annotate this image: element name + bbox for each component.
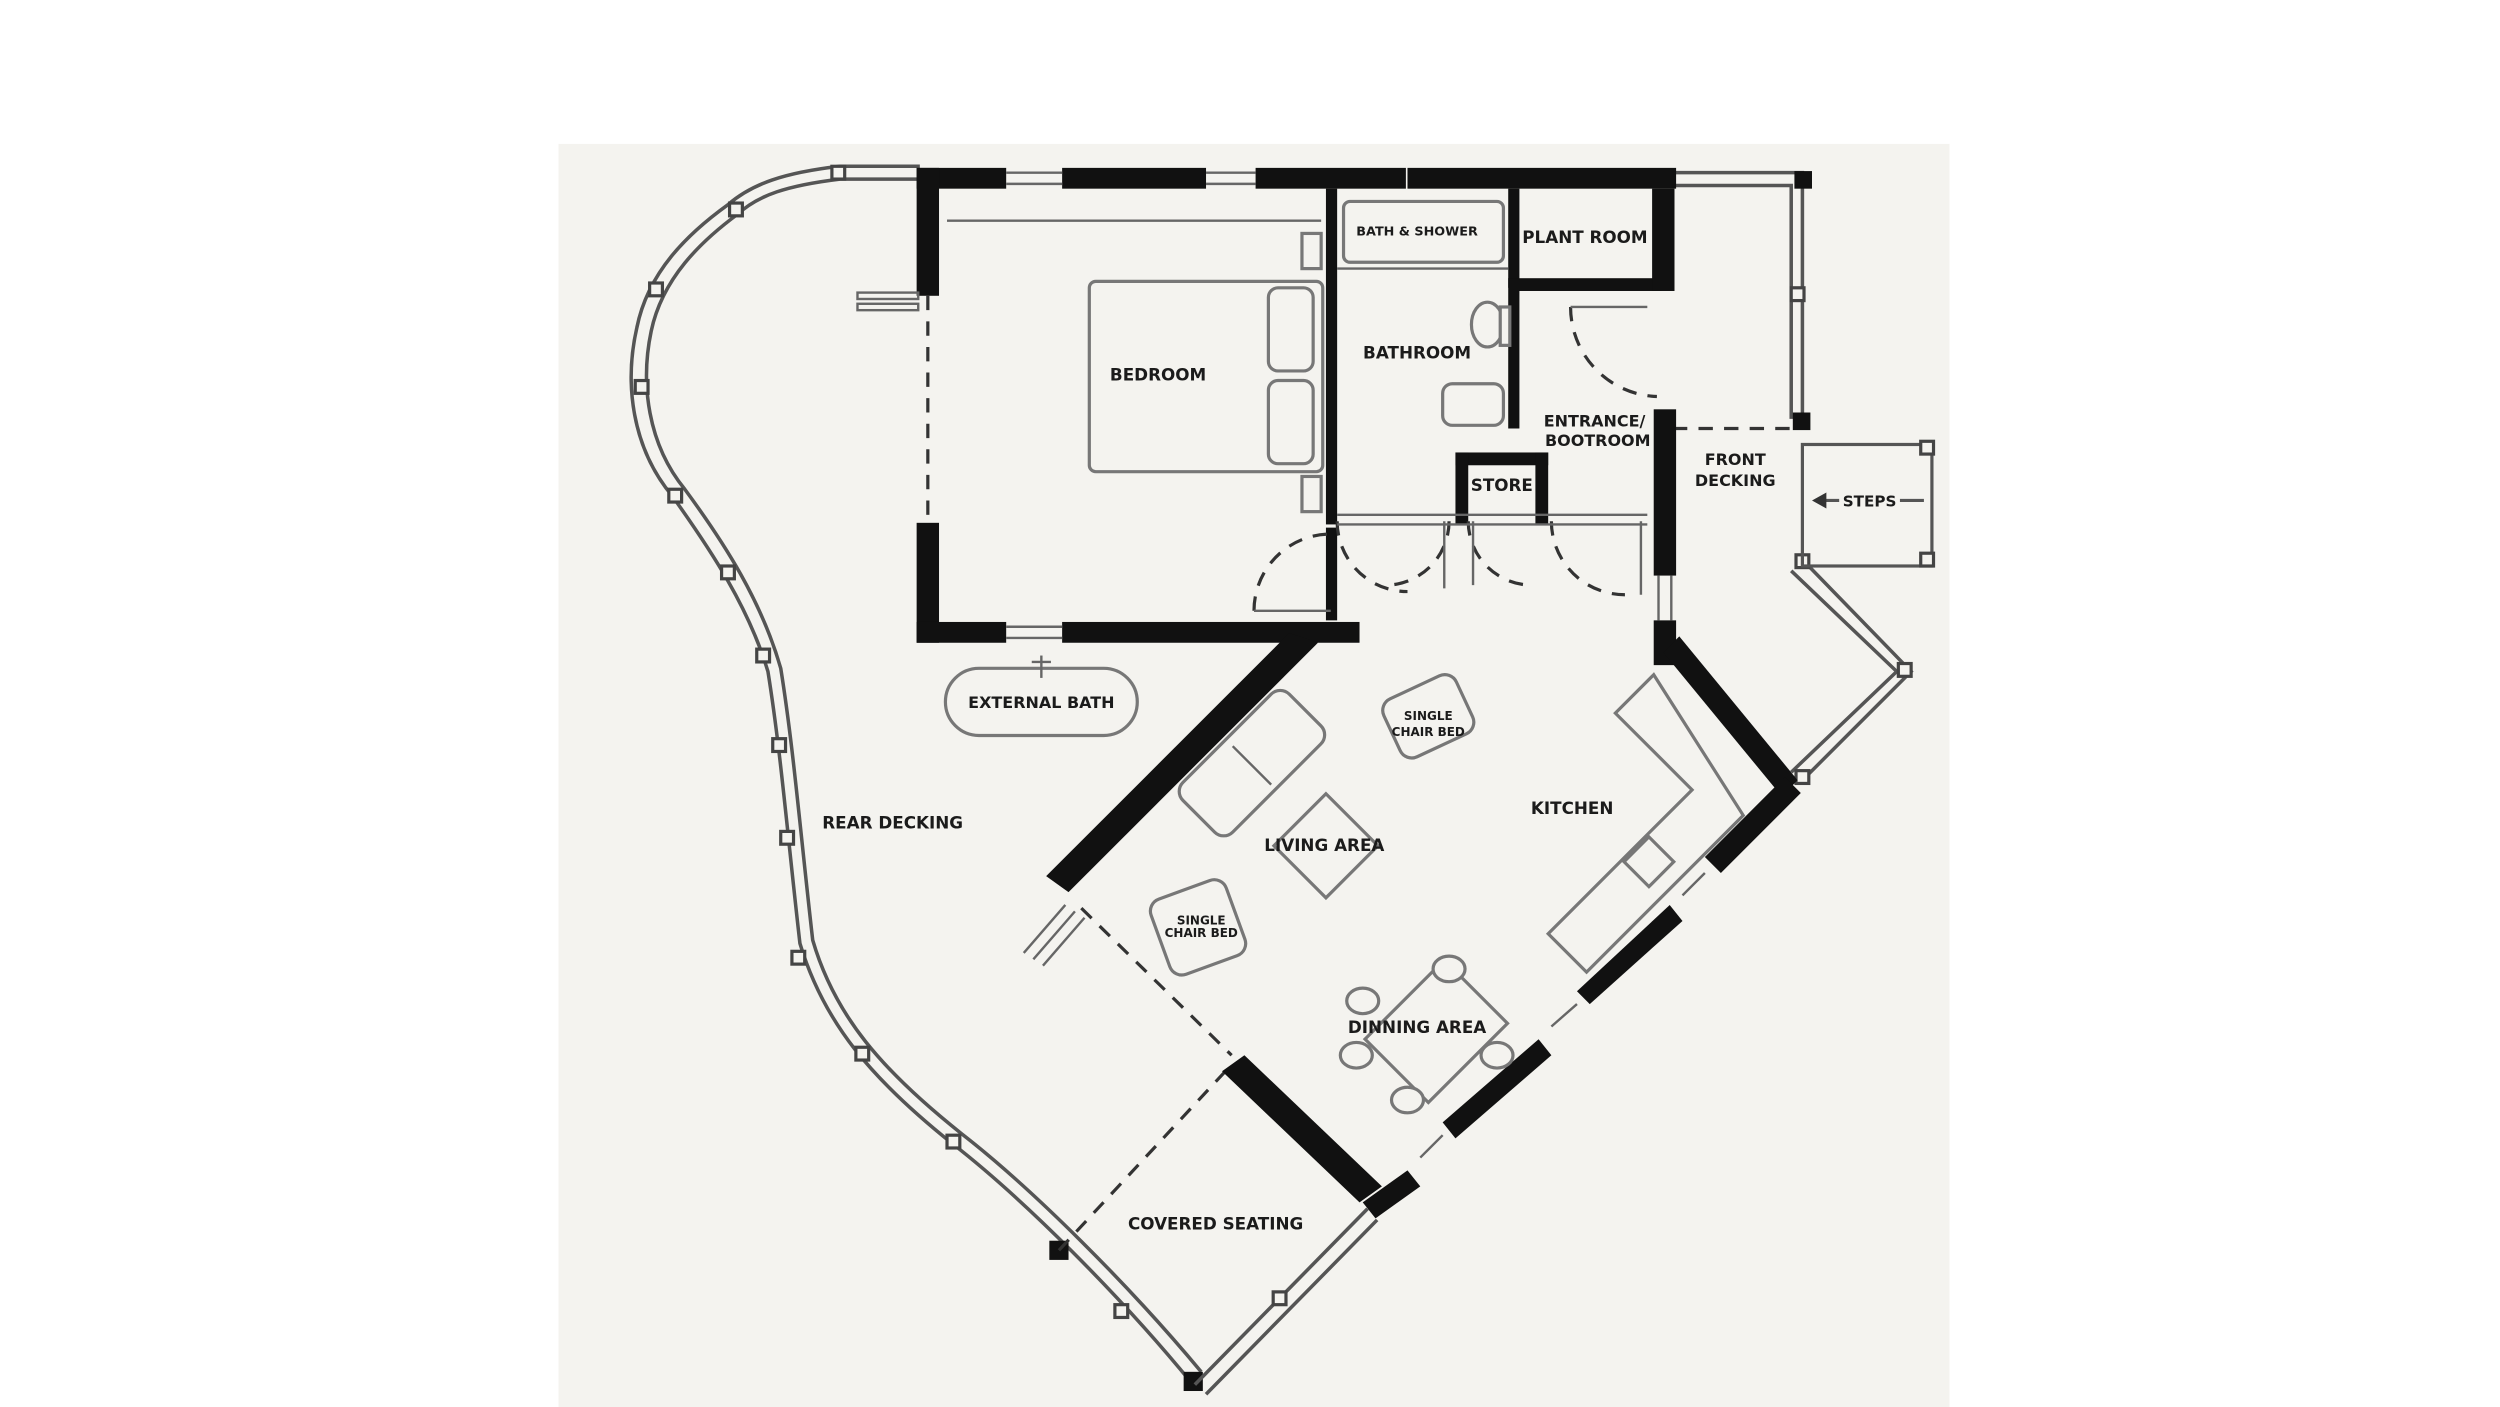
deck-post bbox=[719, 564, 736, 581]
label-front: FRONT bbox=[1705, 450, 1766, 469]
sofa bbox=[1177, 688, 1327, 838]
label-external-bath: EXTERNAL BATH bbox=[968, 693, 1114, 712]
deck-post bbox=[648, 281, 665, 298]
steps-platform bbox=[1800, 442, 1934, 568]
label-bedroom: BEDROOM bbox=[1110, 365, 1206, 385]
deck-post bbox=[1113, 1303, 1130, 1320]
label-decking: DECKING bbox=[1695, 471, 1776, 490]
deck-post bbox=[1794, 769, 1811, 786]
label-steps: STEPS bbox=[1843, 493, 1897, 511]
kitchen-counter bbox=[1545, 672, 1746, 975]
furniture bbox=[943, 199, 1746, 1115]
rear-decking-outline bbox=[629, 164, 1203, 1392]
front-decking-outline bbox=[1672, 170, 1936, 786]
label-chair-bed-top-2: CHAIR BED bbox=[1392, 725, 1465, 739]
bed bbox=[1087, 279, 1325, 474]
covered-seating-outline bbox=[1057, 1066, 1379, 1396]
deck-post bbox=[1896, 661, 1913, 678]
room-labels: BEDROOM BATH & SHOWER PLANT ROOM BATHROO… bbox=[822, 224, 1896, 1233]
deck-post bbox=[854, 1045, 871, 1062]
deck-post bbox=[1789, 286, 1806, 303]
label-plant-room: PLANT ROOM bbox=[1522, 227, 1647, 247]
deck-post bbox=[1271, 1290, 1288, 1307]
label-entrance: ENTRANCE/ bbox=[1544, 412, 1646, 431]
label-bathroom: BATHROOM bbox=[1363, 342, 1471, 362]
deck-post bbox=[1794, 171, 1813, 189]
basin bbox=[1441, 382, 1506, 427]
label-bootroom: BOOTROOM bbox=[1545, 431, 1651, 450]
label-kitchen: KITCHEN bbox=[1531, 798, 1614, 818]
label-covered-seating: COVERED SEATING bbox=[1128, 1214, 1303, 1234]
deck-post bbox=[667, 487, 684, 504]
deck-post bbox=[633, 378, 650, 395]
label-dining-area: DINNING AREA bbox=[1348, 1017, 1486, 1037]
walls bbox=[916, 167, 1801, 1219]
label-bath-shower: BATH & SHOWER bbox=[1356, 224, 1478, 239]
label-chair-bed-left-2: CHAIR BED bbox=[1165, 926, 1238, 940]
deck-post bbox=[830, 164, 847, 181]
deck-post bbox=[755, 647, 772, 664]
deck-post bbox=[790, 949, 807, 966]
deck-post bbox=[1792, 412, 1811, 431]
chair-bed-top bbox=[1381, 673, 1476, 760]
coffee-table bbox=[1271, 791, 1381, 901]
deck-post bbox=[945, 1133, 962, 1150]
dining-table bbox=[1362, 957, 1510, 1105]
label-chair-bed-top-1: SINGLE bbox=[1404, 709, 1453, 723]
deck-post bbox=[771, 737, 788, 754]
label-living-area: LIVING AREA bbox=[1264, 835, 1384, 855]
label-chair-bed-left-1: SINGLE bbox=[1177, 913, 1226, 927]
label-rear-decking: REAR DECKING bbox=[822, 812, 963, 832]
label-store: STORE bbox=[1471, 475, 1533, 495]
deck-post bbox=[779, 829, 796, 846]
door-swings bbox=[1252, 305, 1657, 612]
chair-bed-left bbox=[1148, 878, 1248, 977]
glazing bbox=[856, 171, 1706, 1159]
bath-tub bbox=[1341, 199, 1506, 264]
deck-post bbox=[727, 201, 744, 218]
deck-post bbox=[1183, 1371, 1203, 1392]
